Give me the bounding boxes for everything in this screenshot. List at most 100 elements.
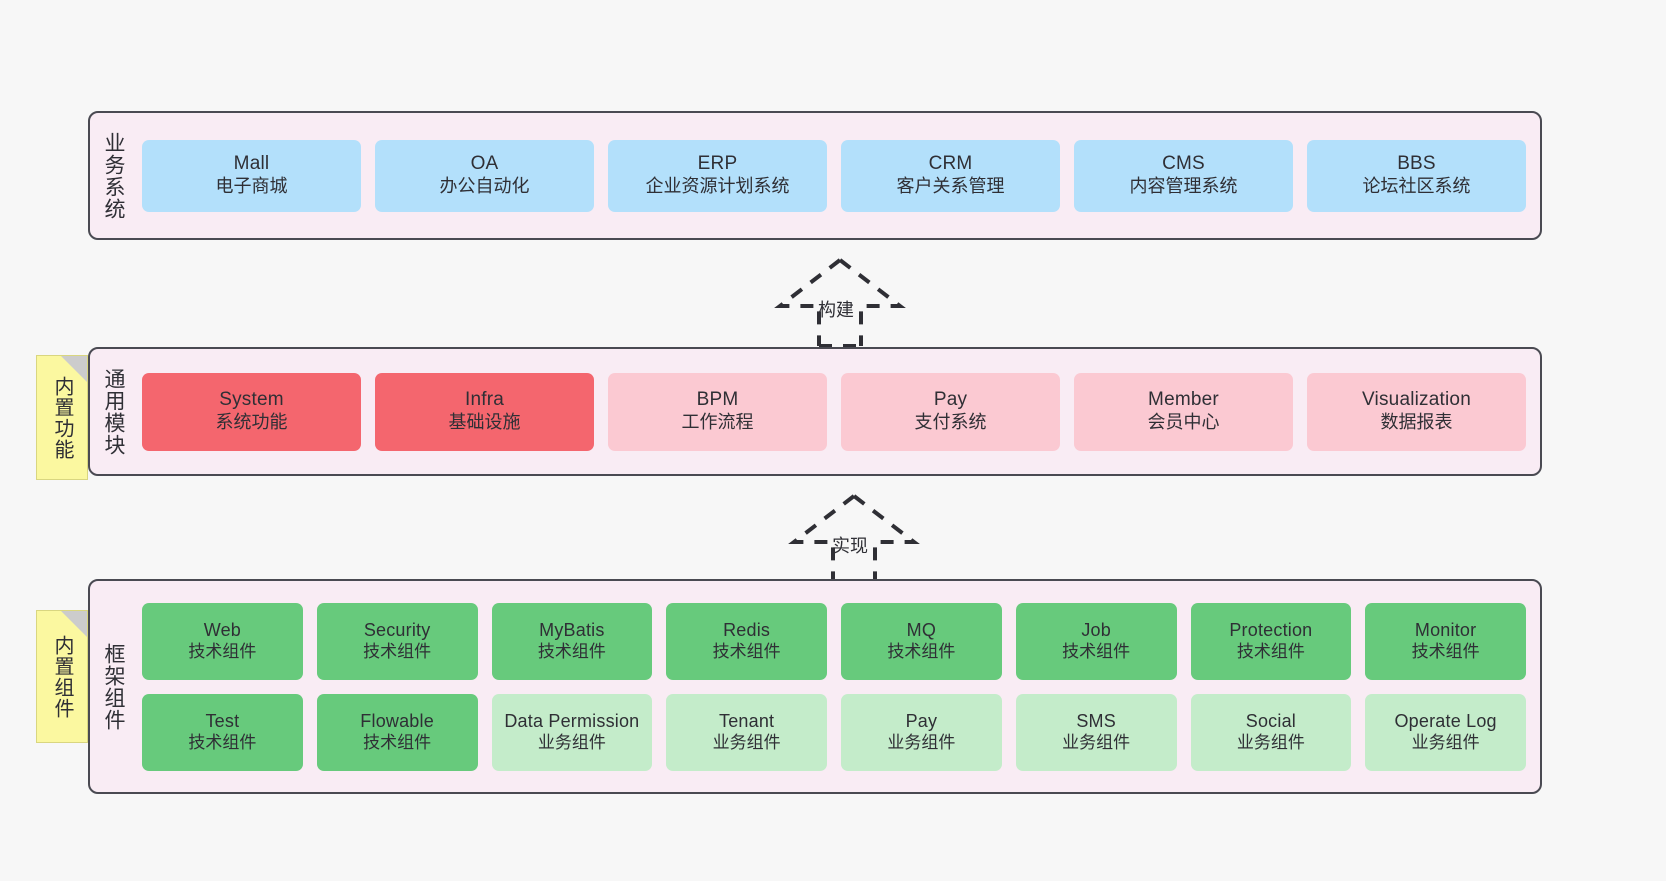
card-protection[interactable]: Protection 技术组件 [1190, 602, 1352, 680]
card-test[interactable]: Test 技术组件 [142, 693, 303, 771]
card-infra-en: Infra [464, 389, 505, 411]
card-security[interactable]: Security 技术组件 [316, 602, 478, 680]
framework-card-row-top: Web 技术组件 Security 技术组件 MyBatis 技术组件 Redi… [142, 602, 1526, 680]
card-crm[interactable]: CRM 客户关系管理 [841, 139, 1060, 212]
card-visualization-cn: 数据报表 [1380, 412, 1453, 433]
card-pay-module[interactable]: Pay 支付系统 [841, 372, 1060, 451]
sticky-note-builtin-component-label: 内置组件 [51, 634, 73, 719]
layer-business-system-body: Mall 电子商城 OA 办公自动化 ERP 企业资源计划系统 CRM 客户关系… [136, 113, 1540, 238]
layer-framework-component-title: 框架组件 [101, 642, 125, 731]
card-pay-component-cn: 业务组件 [887, 732, 956, 752]
card-sms-cn: 业务组件 [1062, 732, 1131, 752]
connector-build: 构建 [760, 258, 920, 348]
card-security-cn: 技术组件 [363, 641, 432, 661]
card-erp-cn: 企业资源计划系统 [645, 176, 790, 197]
card-mybatis[interactable]: MyBatis 技术组件 [491, 602, 653, 680]
layer-common-module: 通用模块 System 系统功能 Infra 基础设施 BPM 工作流程 Pay… [88, 347, 1542, 476]
card-job[interactable]: Job 技术组件 [1015, 602, 1177, 680]
layer-common-module-body: System 系统功能 Infra 基础设施 BPM 工作流程 Pay 支付系统… [136, 349, 1540, 474]
card-flowable-en: Flowable [360, 711, 434, 731]
card-data-permission[interactable]: Data Permission 业务组件 [491, 693, 653, 771]
card-bbs[interactable]: BBS 论坛社区系统 [1307, 139, 1526, 212]
card-protection-en: Protection [1229, 620, 1313, 640]
card-bbs-en: BBS [1397, 153, 1436, 175]
card-social-cn: 业务组件 [1236, 732, 1305, 752]
card-pay-component-en: Pay [905, 711, 938, 731]
sticky-note-builtin-component: 内置组件 [36, 610, 88, 743]
layer-framework-component-body: Web 技术组件 Security 技术组件 MyBatis 技术组件 Redi… [136, 581, 1540, 792]
sticky-note-builtin-feature-label: 内置功能 [51, 375, 73, 460]
card-cms-en: CMS [1162, 153, 1205, 175]
card-member-cn: 会员中心 [1147, 412, 1220, 433]
card-bbs-cn: 论坛社区系统 [1362, 176, 1471, 197]
card-redis[interactable]: Redis 技术组件 [666, 602, 827, 680]
card-pay-module-cn: 支付系统 [914, 412, 987, 433]
card-pay-component[interactable]: Pay 业务组件 [841, 693, 1002, 771]
card-system-en: System [219, 389, 284, 411]
common-card-row: System 系统功能 Infra 基础设施 BPM 工作流程 Pay 支付系统… [142, 372, 1526, 451]
card-infra[interactable]: Infra 基础设施 [375, 372, 594, 451]
card-crm-en: CRM [928, 153, 973, 175]
card-monitor-cn: 技术组件 [1411, 641, 1480, 661]
card-mall-en: Mall [233, 153, 270, 175]
card-flowable[interactable]: Flowable 技术组件 [316, 693, 478, 771]
card-social-en: Social [1245, 711, 1296, 731]
card-oa-cn: 办公自动化 [439, 176, 530, 197]
card-operate-log[interactable]: Operate Log 业务组件 [1365, 693, 1526, 771]
sticky-note-builtin-feature: 内置功能 [36, 355, 88, 480]
card-monitor[interactable]: Monitor 技术组件 [1365, 602, 1526, 680]
card-mybatis-en: MyBatis [539, 620, 605, 640]
card-web-en: Web [203, 620, 242, 640]
card-bpm[interactable]: BPM 工作流程 [608, 372, 827, 451]
card-sms-en: SMS [1076, 711, 1116, 731]
card-mq[interactable]: MQ 技术组件 [841, 602, 1002, 680]
card-mq-cn: 技术组件 [887, 641, 956, 661]
card-cms[interactable]: CMS 内容管理系统 [1074, 139, 1293, 212]
card-flowable-cn: 技术组件 [363, 732, 432, 752]
card-redis-en: Redis [723, 620, 771, 640]
card-job-cn: 技术组件 [1062, 641, 1131, 661]
card-web[interactable]: Web 技术组件 [142, 602, 303, 680]
card-member[interactable]: Member 会员中心 [1074, 372, 1293, 451]
card-security-en: Security [363, 620, 431, 640]
card-oa[interactable]: OA 办公自动化 [375, 139, 594, 212]
card-sms[interactable]: SMS 业务组件 [1015, 693, 1177, 771]
business-card-row: Mall 电子商城 OA 办公自动化 ERP 企业资源计划系统 CRM 客户关系… [142, 139, 1526, 212]
card-redis-cn: 技术组件 [712, 641, 781, 661]
card-operate-log-cn: 业务组件 [1411, 732, 1480, 752]
card-pay-module-en: Pay [933, 389, 968, 411]
card-monitor-en: Monitor [1414, 620, 1477, 640]
card-tenant[interactable]: Tenant 业务组件 [666, 693, 827, 771]
card-oa-en: OA [470, 153, 499, 175]
connector-build-label: 构建 [818, 300, 854, 320]
card-social[interactable]: Social 业务组件 [1190, 693, 1352, 771]
card-system[interactable]: System 系统功能 [142, 372, 361, 451]
card-data-permission-en: Data Permission [504, 711, 640, 731]
card-bpm-en: BPM [696, 389, 739, 411]
sticky-fold-corner-icon [61, 356, 87, 382]
connector-implement-label: 实现 [832, 536, 868, 556]
card-mall[interactable]: Mall 电子商城 [142, 139, 361, 212]
layer-business-system: 业务系统 Mall 电子商城 OA 办公自动化 ERP 企业资源计划系统 CRM… [88, 111, 1542, 240]
card-protection-cn: 技术组件 [1236, 641, 1305, 661]
card-visualization[interactable]: Visualization 数据报表 [1307, 372, 1526, 451]
card-mybatis-cn: 技术组件 [537, 641, 606, 661]
card-erp-en: ERP [697, 153, 738, 175]
card-infra-cn: 基础设施 [448, 412, 521, 433]
card-bpm-cn: 工作流程 [681, 412, 754, 433]
card-job-en: Job [1081, 620, 1111, 640]
card-cms-cn: 内容管理系统 [1129, 176, 1238, 197]
layer-business-system-title: 业务系统 [101, 131, 125, 220]
card-mq-en: MQ [906, 620, 937, 640]
card-test-en: Test [205, 711, 240, 731]
card-tenant-en: Tenant [719, 711, 775, 731]
card-web-cn: 技术组件 [188, 641, 257, 661]
card-member-en: Member [1148, 389, 1219, 411]
card-visualization-en: Visualization [1362, 389, 1471, 411]
sticky-fold-corner-icon [61, 611, 87, 637]
card-crm-cn: 客户关系管理 [896, 176, 1005, 197]
connector-implement: 实现 [774, 494, 934, 584]
card-operate-log-en: Operate Log [1394, 711, 1497, 731]
card-erp[interactable]: ERP 企业资源计划系统 [608, 139, 827, 212]
